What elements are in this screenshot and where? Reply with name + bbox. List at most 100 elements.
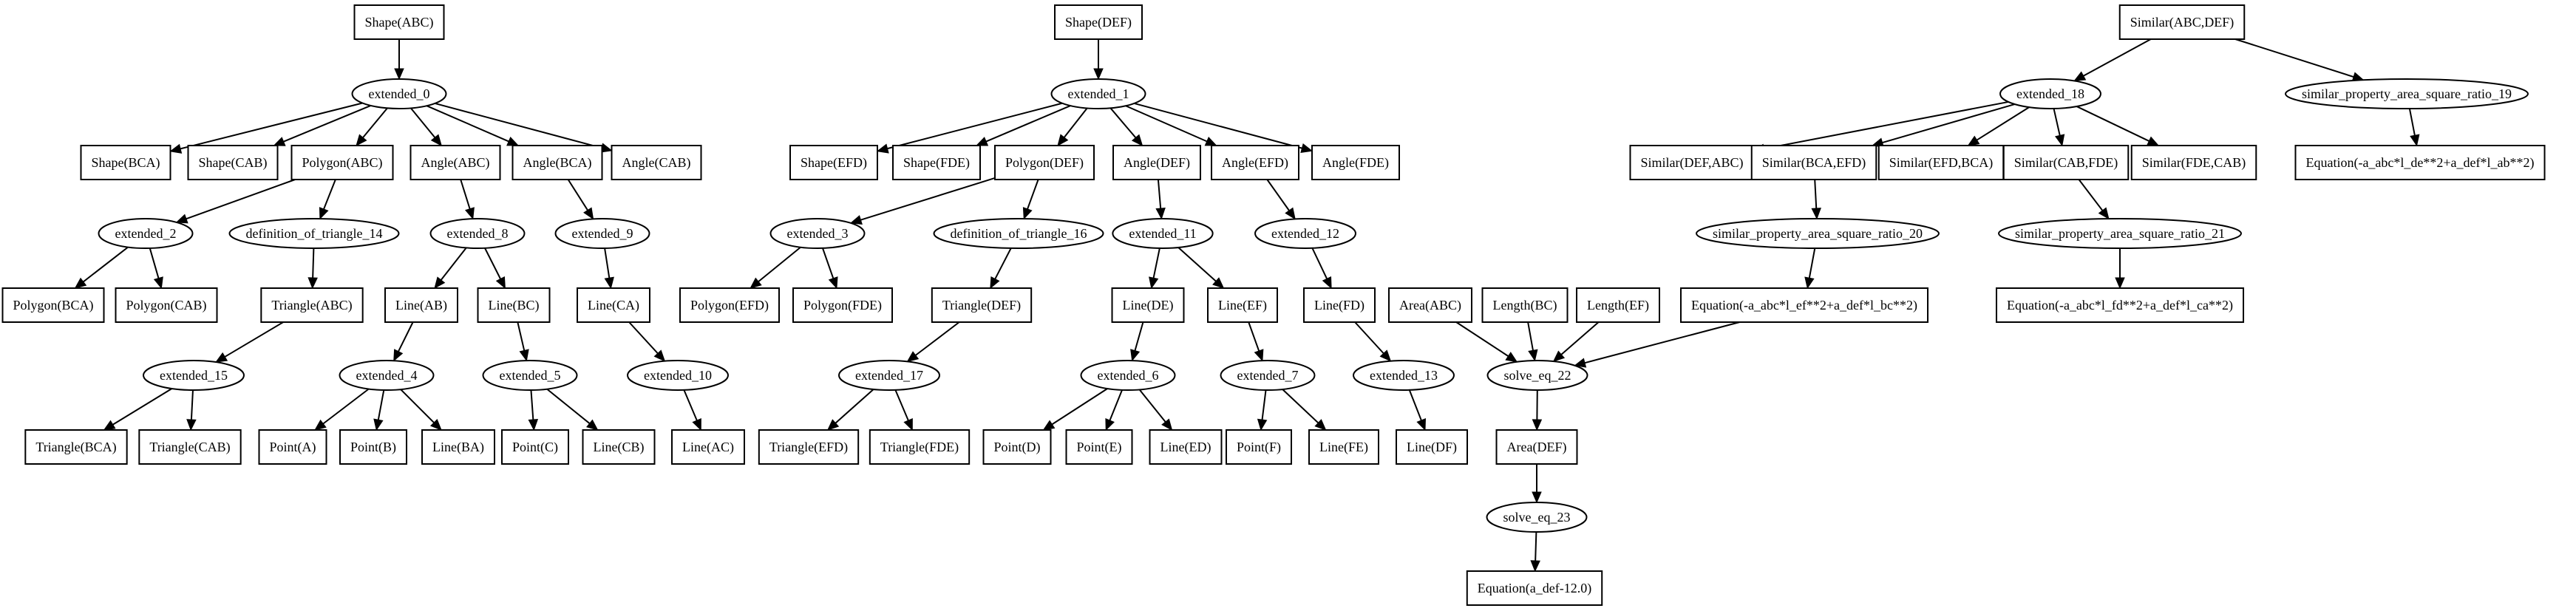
- node-label: Area(DEF): [1507, 440, 1567, 455]
- ellipse-node-extended-2: extended_2: [98, 218, 194, 249]
- node-outline: [258, 429, 327, 465]
- arrowhead-icon: [975, 137, 989, 146]
- node-outline: [1065, 429, 1133, 465]
- arrowhead-icon: [153, 276, 163, 290]
- arrowhead-icon: [1530, 560, 1540, 573]
- node-outline: [2002, 145, 2130, 180]
- edge-line: [860, 177, 996, 221]
- edge-line: [530, 389, 534, 420]
- arrowhead-icon: [1416, 418, 1426, 431]
- arrowhead-icon: [434, 276, 446, 289]
- box-node-triangle-abc: Triangle(ABC): [260, 287, 364, 323]
- node-outline: [627, 360, 729, 391]
- edge-m18-m22: [826, 389, 874, 431]
- node-label: Triangle(BCA): [35, 440, 116, 455]
- edge-line: [822, 248, 835, 279]
- node-label: Triangle(ABC): [271, 298, 352, 313]
- box-node-line-ba: Line(BA): [421, 429, 495, 465]
- edge-line: [628, 321, 659, 355]
- box-node-triangle-efd: Triangle(EFD): [758, 429, 860, 465]
- ellipse-node-extended-8: extended_8: [429, 218, 526, 249]
- arrowhead-icon: [103, 420, 116, 431]
- node-outline: [1308, 429, 1379, 465]
- edge-s1-s7: [2076, 106, 2160, 146]
- node-label: extended_2: [115, 226, 177, 241]
- edge-line: [1527, 321, 1534, 351]
- edge-line: [683, 389, 698, 421]
- edge-line: [1157, 179, 1162, 209]
- edge-m1-m4: [1057, 107, 1088, 146]
- box-node-triangle-bca: Triangle(BCA): [24, 429, 128, 465]
- node-outline: [1486, 360, 1588, 391]
- node-label: Polygon(FDE): [803, 298, 882, 313]
- edge-line: [362, 107, 388, 138]
- box-node-shape-bca: Shape(BCA): [80, 145, 171, 180]
- arrowhead-icon: [319, 207, 329, 220]
- node-outline: [512, 145, 603, 180]
- edge-line: [1051, 388, 1108, 426]
- box-node-shape-cab: Shape(CAB): [187, 145, 279, 180]
- arrowhead-icon: [1532, 491, 1542, 504]
- edge-line: [1882, 103, 2015, 144]
- edge-line: [186, 179, 296, 220]
- node-label: Point(C): [512, 440, 558, 455]
- arrowhead-icon: [1871, 137, 1884, 148]
- box-node-polygon-abc: Polygon(ABC): [290, 145, 394, 180]
- arrowhead-icon: [465, 207, 475, 220]
- node-outline: [582, 429, 656, 465]
- node-label: Similar(CAB,FDE): [2014, 155, 2118, 171]
- node-outline: [1481, 287, 1569, 323]
- node-label: extended_7: [1237, 368, 1299, 383]
- arrowhead-icon: [356, 134, 367, 146]
- box-node-angle-cab: Angle(CAB): [611, 145, 702, 180]
- node-outline: [1225, 429, 1293, 465]
- edge-m10-m16: [1177, 247, 1225, 289]
- arrowhead-icon: [903, 418, 913, 431]
- node-outline: [838, 360, 940, 391]
- node-label: Similar(BCA,EFD): [1762, 155, 1866, 171]
- node-outline: [80, 145, 171, 180]
- node-label: Shape(CAB): [199, 155, 268, 171]
- node-label: extended_1: [1068, 86, 1129, 101]
- arrowhead-icon: [586, 419, 599, 431]
- edge-line: [1125, 105, 1208, 143]
- edge-m19-m24: [1042, 388, 1108, 431]
- arrowhead-icon: [2055, 134, 2065, 147]
- edge-m20-m28: [1282, 389, 1327, 431]
- edge-line: [1109, 389, 1123, 421]
- arrowhead-icon: [826, 419, 840, 431]
- node-outline: [577, 287, 650, 323]
- box-node-angle-fde: Angle(FDE): [1311, 145, 1400, 180]
- box-node-line-cb: Line(CB): [582, 429, 656, 465]
- node-label: extended_3: [787, 226, 849, 241]
- edge-line: [835, 389, 874, 424]
- node-label: Length(EF): [1587, 298, 1649, 313]
- node-label: Shape(FDE): [903, 155, 970, 171]
- node-outline: [933, 218, 1104, 249]
- arrowhead-icon: [528, 419, 539, 431]
- edge-layer: [74, 38, 2420, 573]
- edge-n10-n15: [434, 247, 467, 289]
- arrowhead-icon: [307, 277, 318, 290]
- arrowhead-icon: [1285, 207, 1296, 220]
- edge-line: [546, 388, 591, 424]
- box-node-shape-def: Shape(DEF): [1054, 4, 1143, 40]
- node-label: Point(A): [270, 440, 316, 455]
- arrowhead-icon: [430, 134, 443, 146]
- arrowhead-icon: [1574, 358, 1587, 368]
- node-label: Line(FD): [1314, 298, 1365, 313]
- node-outline: [1111, 287, 1185, 323]
- edge-line: [1266, 179, 1290, 211]
- edge-line: [1584, 321, 1740, 364]
- box-node-area-def: Area(DEF): [1495, 429, 1578, 465]
- node-outline: [409, 145, 501, 180]
- box-node-line-fe: Line(FE): [1308, 429, 1379, 465]
- node-label: Length(BC): [1493, 298, 1557, 313]
- node-label: Line(ED): [1160, 440, 1211, 455]
- box-node-area-abc: Area(ABC): [1388, 287, 1472, 323]
- edge-line: [398, 321, 414, 352]
- edge-line: [1354, 321, 1384, 355]
- node-label: Line(DE): [1123, 298, 1174, 313]
- node-label: Angle(CAB): [622, 155, 691, 171]
